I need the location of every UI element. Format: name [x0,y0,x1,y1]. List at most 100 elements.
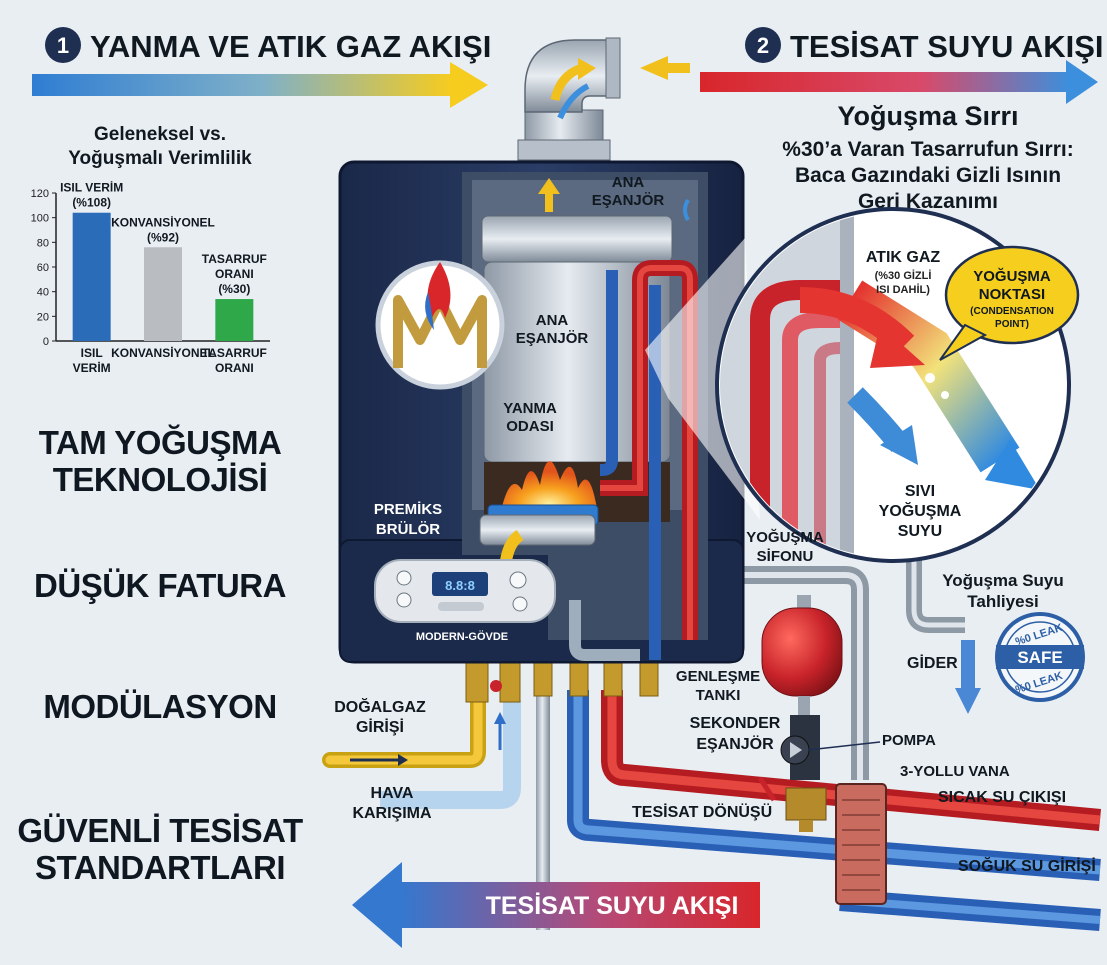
condensation-line1: %30’a Varan Tasarrufun Sırrı: [782,138,1073,161]
label-sicak-su: SICAK SU ÇIKIŞI [938,789,1066,806]
control-display [432,572,488,596]
safe-badge-text: SAFE [1017,648,1062,667]
control-knob-left-2[interactable] [396,592,412,608]
combustion-flow-bar [32,74,452,96]
condensation-point-3: (CONDENSATION [970,306,1054,317]
condensation-point-4: POINT) [995,319,1029,330]
chart-data-label: ISIL VERİM [60,180,123,195]
flue-pipe-base [517,139,611,161]
siphon-pipe-highlight [728,572,863,780]
chart-category-label: ISIL [81,346,103,360]
three-way-valve-body [785,787,827,821]
label-hava-1: HAVA [371,785,414,802]
chart-bar [72,212,111,341]
chart-bars [72,212,254,341]
combustion-title: YANMA VE ATIK GAZ AKIŞI [90,29,491,64]
chart-data-label: KONVANSİYONEL [111,214,215,229]
chart-tick-label: 20 [37,311,49,323]
brand-logo-flame-red [427,262,451,318]
zoom-arrowhead-right [985,440,1040,490]
flue-air-arrow [557,83,590,120]
flue-pipe [517,37,690,161]
secondary-exchanger-body [835,783,887,905]
bottom-flow-text: TESİSAT SUYU AKIŞI [486,892,739,920]
condensation-point-pointer [939,323,988,361]
control-knob-right-2[interactable] [512,596,528,612]
condensation-point-1: YOĞUŞMA [973,267,1051,285]
zoom-atik-gaz-1: ATIK GAZ [866,249,941,266]
chart-category-label: TASARRUF [202,346,267,360]
gas-valve [465,659,489,703]
control-knob-left-1[interactable] [396,570,412,586]
control-knob-right-1[interactable] [509,571,527,589]
main-heat-exchanger-top [481,215,673,263]
bottom-flow-arrowhead [352,862,402,948]
chart-data-label: TASARRUF [202,252,267,266]
label-dogalgaz-2: GİRİŞİ [356,718,404,736]
chart-tick-label: 0 [43,336,49,348]
air-in-arrow [683,198,690,222]
heating-flow-arrowhead [1066,60,1098,104]
zoom-hot-tube-1 [750,280,850,558]
heating-flow-header: 2 TESİSAT SUYU AKIŞI [700,27,1103,104]
air-pipe [380,700,521,809]
boiler-body-label: MODERN-GÖVDE [416,630,508,643]
side-feature-line: DÜŞÜK FATURA [34,567,286,604]
premix-burner [479,514,596,546]
label-yogusma-sifonu-2: SİFONU [757,548,814,565]
condensate-drain-pipe [906,555,965,633]
chart-category-label: ORANI [215,361,254,375]
valve-handle [757,776,777,802]
side-feature-line: GÜVENLİ TESİSAT [17,812,303,849]
chart-tick-label: 40 [37,287,49,299]
expansion-tank [761,595,843,726]
condensation-line2: Baca Gazındaki Gizli Isının [795,164,1061,187]
pump [780,715,881,780]
control-buttons[interactable] [438,602,484,611]
label-dogalgaz-1: DOĞALGAZ [334,697,426,716]
label-gider: GİDER [907,654,958,672]
flue-pipe-collar [605,37,621,99]
label-soguk-su: SOĞUK SU GİRİŞİ [958,856,1096,875]
label-ana-esanjor-mid-2: EŞANJÖR [516,330,589,347]
chart-data-label: ORANI [215,267,254,281]
expansion-tank-body [761,607,843,697]
zoom-exhaust-arrow [799,287,915,355]
label-tahliye-1: Yoğuşma Suyu [942,571,1064,590]
brand-logo-flame-blue [425,292,434,330]
label-sekonder-2: EŞANJÖR [696,734,774,753]
side-feature-line: TAM YOĞUŞMA [39,424,282,461]
chart-category-label: VERİM [73,360,111,375]
label-genlesme-1: GENLEŞME [676,668,760,685]
zoom-atik-gaz-2: (%30 GİZLİ [875,269,932,282]
zoom-hot-tube-2 [782,312,850,558]
chart-tick-label: 60 [37,262,49,274]
heating-title: TESİSAT SUYU AKIŞI [790,29,1103,64]
efficiency-chart: Geleneksel vs. Yoğuşmalı Verimlilik 0204… [31,124,270,375]
side-feature-line: TEKNOLOJİSİ [53,461,268,498]
secondary-exchanger [835,783,887,905]
condensation-point-bubble [944,245,1080,345]
label-yanma-odasi-2: ODASI [506,418,554,435]
chart-tick-label: 80 [37,237,49,249]
heating-number-badge [745,27,781,63]
label-pompa: POMPA [882,732,936,749]
chart-labels: ISIL VERİM(%108)ISILVERİMKONVANSİYONEL(%… [60,180,267,375]
label-premiks-1: PREMİKS [374,501,442,518]
side-feature-line: MODÜLASYON [43,688,276,725]
three-way-valve [757,776,827,832]
label-ana-esanjor-mid-1: ANA [536,312,569,329]
side-feature-line: STANDARTLARI [35,849,285,886]
label-sekonder-1: SEKONDER [690,715,781,732]
label-premiks-2: BRÜLÖR [376,521,440,538]
piping [322,555,1102,931]
label-uc-yollu: 3-YOLLU VANA [900,763,1010,780]
boiler: 8.8:8 MODERN-GÖVDE [338,160,745,664]
chart-bar [215,299,254,341]
safe-badge: SAFE %0 LEAK %0 LEAK [995,612,1085,702]
gas-pipe-highlight [325,695,483,765]
label-hava-2: KARIŞIMA [352,805,432,822]
drain-pipe-center [536,680,550,930]
